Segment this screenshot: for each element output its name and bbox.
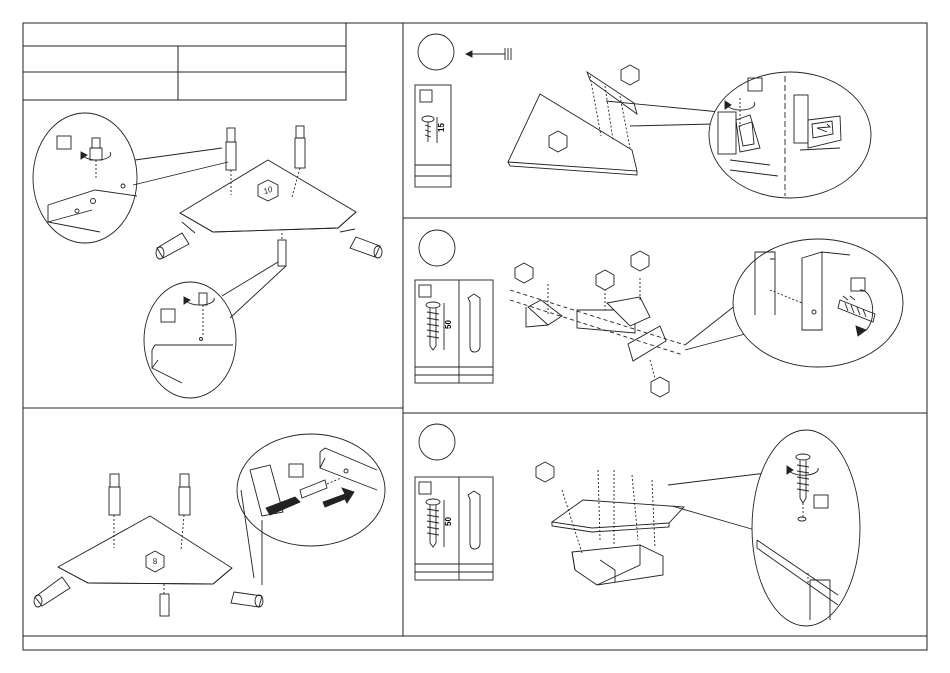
callout-line xyxy=(606,101,720,112)
screw-length-step5: 50 xyxy=(444,517,453,526)
step2-panel xyxy=(34,434,385,616)
leg xyxy=(35,577,70,606)
step1-zoom-circle-2 xyxy=(144,282,236,398)
hardware-box xyxy=(415,280,493,383)
step1-zoom-circle xyxy=(33,113,137,243)
step-number-circle xyxy=(418,34,454,70)
screw-length-step4: 50 xyxy=(444,320,453,329)
cam-bolt xyxy=(296,126,304,138)
part-number-hexagon xyxy=(631,251,649,271)
hardware-label-box xyxy=(419,285,431,297)
callout-line xyxy=(672,506,755,530)
callout-line xyxy=(222,262,278,296)
corner-board xyxy=(58,516,232,584)
step4-panel xyxy=(415,230,903,383)
step3-zoom-circle xyxy=(709,72,871,198)
step3-panel xyxy=(415,34,871,198)
callout-line xyxy=(630,124,713,126)
cam-bolt xyxy=(110,474,119,487)
part-number-hexagon xyxy=(515,263,533,283)
hardware-label-box xyxy=(419,482,431,494)
dowel xyxy=(160,594,169,616)
step1-panel xyxy=(33,113,382,398)
cam-bolt xyxy=(227,128,235,142)
part-number-hexagon xyxy=(651,377,669,397)
step5-panel xyxy=(415,424,860,626)
leg xyxy=(231,592,262,607)
callout-line xyxy=(133,162,228,185)
part-number-hexagon xyxy=(549,131,567,152)
callout-line xyxy=(135,148,222,160)
leg xyxy=(157,233,189,258)
dowel xyxy=(278,240,286,266)
hardware-box xyxy=(415,477,493,580)
allen-key-icon xyxy=(468,294,480,352)
part-number-hexagon xyxy=(621,65,639,85)
desk-top xyxy=(552,500,684,528)
header-table xyxy=(23,23,346,100)
part-number-hexagon xyxy=(596,270,614,290)
cam-bolt xyxy=(180,474,189,487)
screw-length-step3: 15 xyxy=(437,123,446,132)
part-number-hexagon xyxy=(536,462,554,482)
step-number-circle xyxy=(419,424,455,460)
back-board xyxy=(508,94,637,171)
allen-key-icon xyxy=(468,491,480,549)
step-number-circle xyxy=(419,230,455,266)
hardware-label-box xyxy=(420,90,432,102)
callout-line xyxy=(668,473,766,485)
